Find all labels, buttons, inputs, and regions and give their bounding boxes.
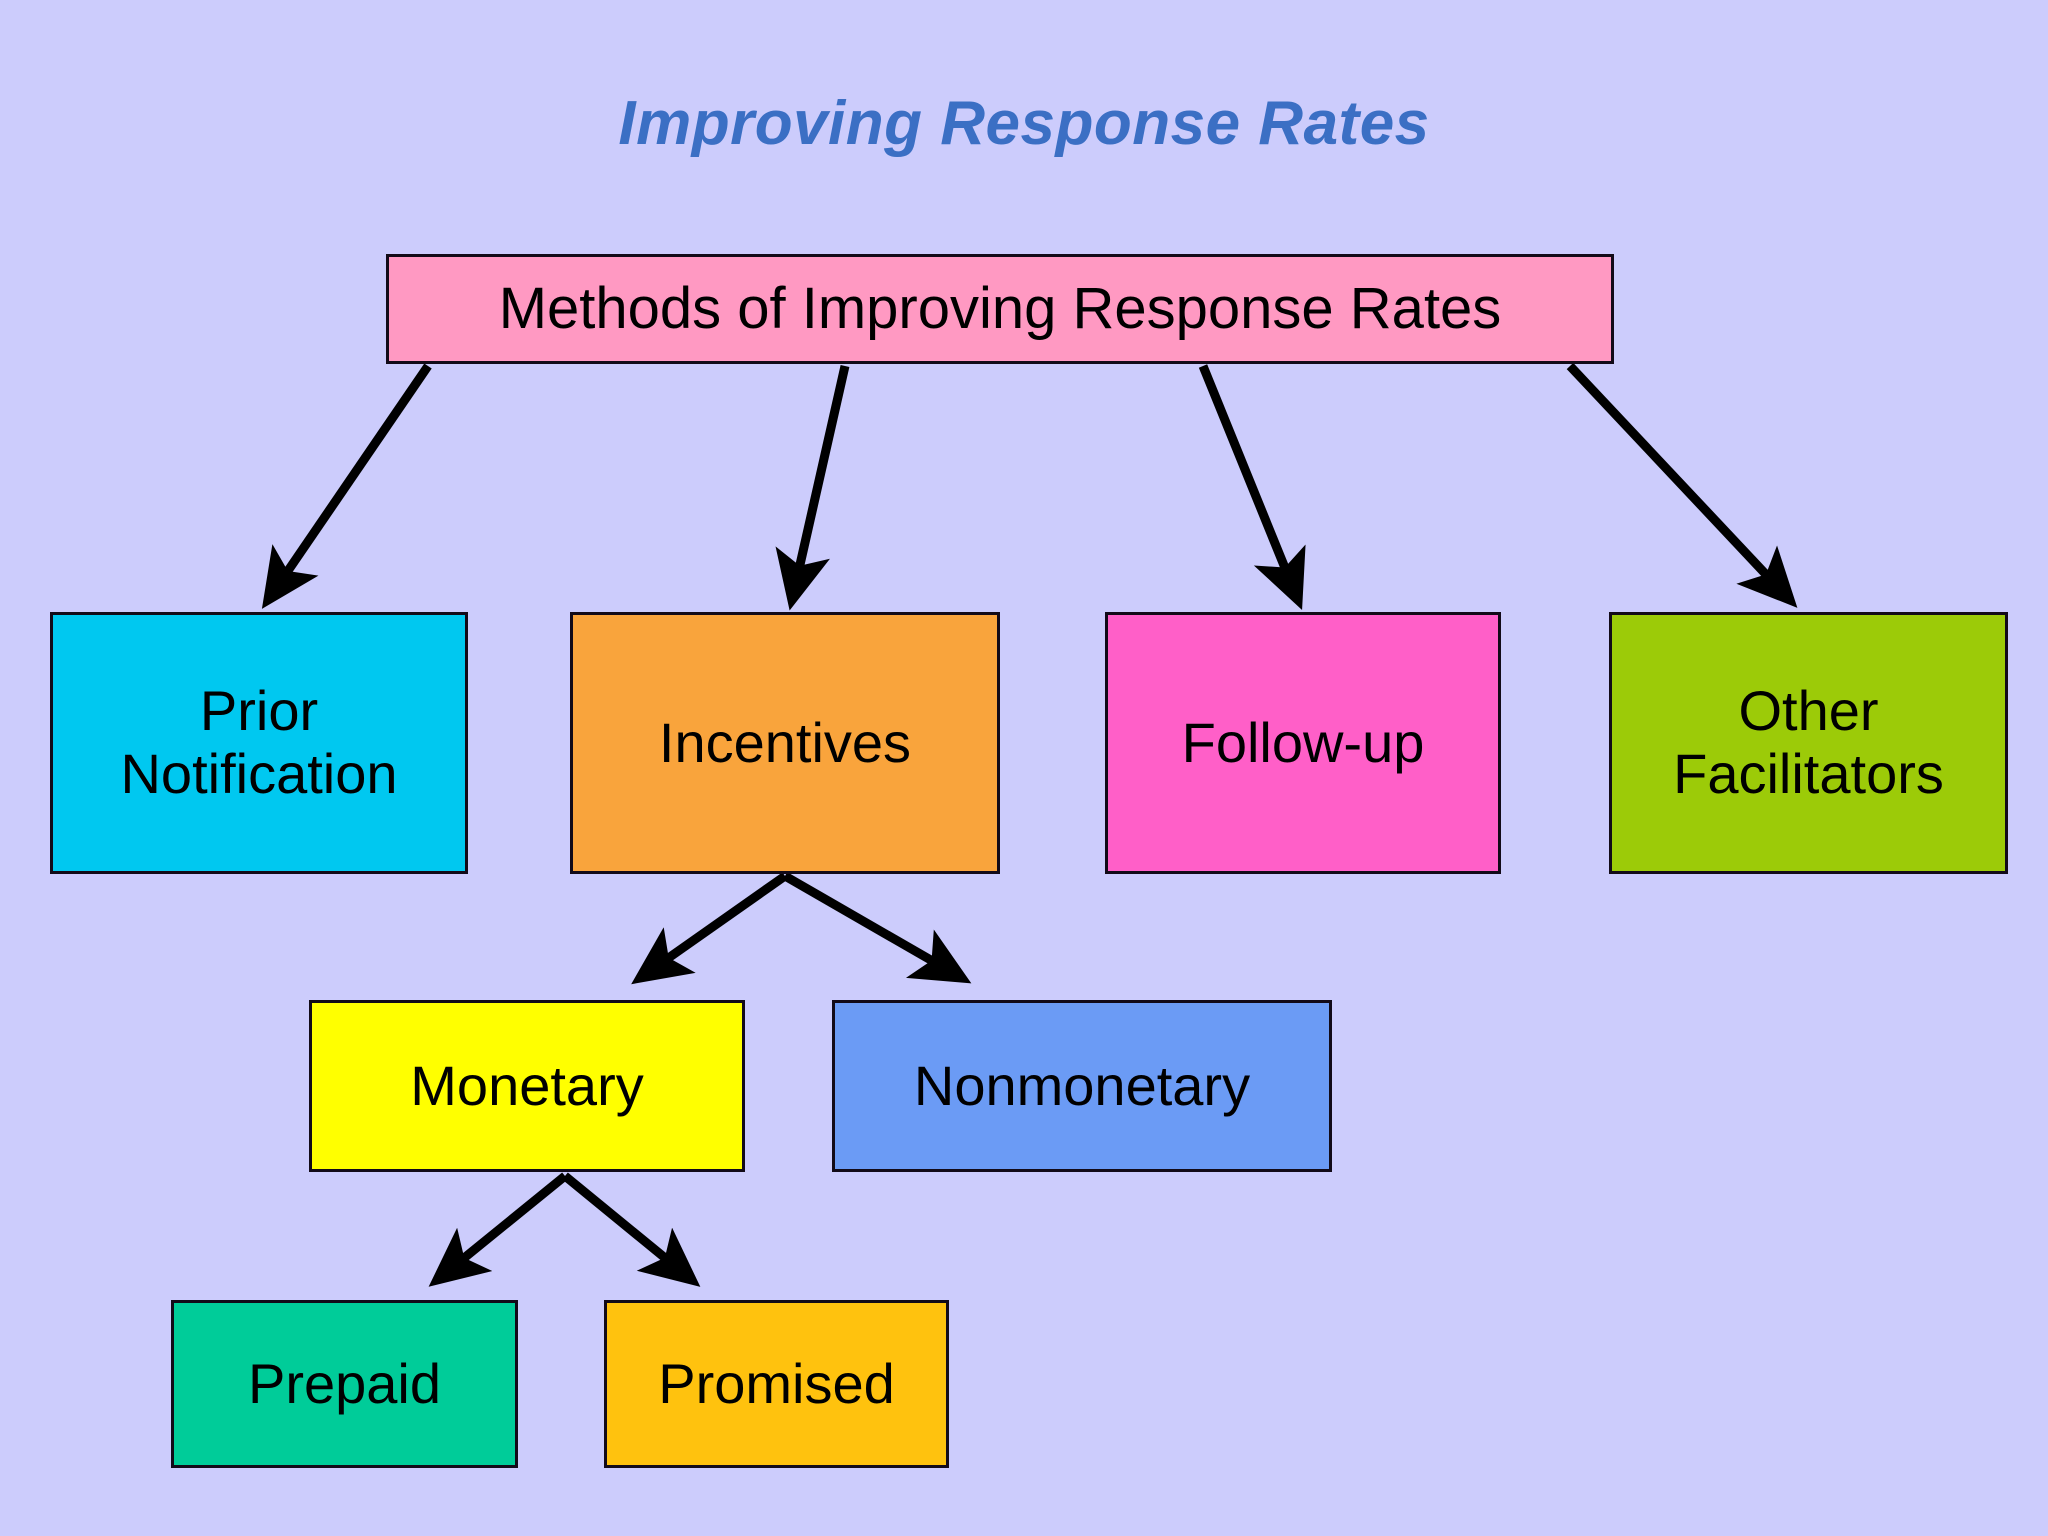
node-prepaid[interactable]: Prepaid — [171, 1300, 518, 1468]
edge-monetary-to-prepaid — [428, 1172, 568, 1287]
node-prior-notification[interactable]: Prior Notification — [50, 612, 468, 874]
node-promised[interactable]: Promised — [604, 1300, 949, 1468]
page-title: Improving Response Rates — [618, 89, 1430, 158]
node-follow-up[interactable]: Follow-up — [1105, 612, 1501, 874]
node-incentives[interactable]: Incentives — [570, 612, 1000, 874]
node-other-facilitators[interactable]: Other Facilitators — [1609, 612, 2008, 874]
edge-root-to-prior — [261, 363, 432, 609]
edge-incentives-to-monetary — [631, 872, 788, 985]
edge-incentives-to-nonmonetary — [782, 872, 972, 984]
edge-root-to-other — [1566, 362, 1798, 608]
node-methods-of-improving-response-rates[interactable]: Methods of Improving Response Rates — [386, 254, 1614, 364]
node-nonmonetary[interactable]: Nonmonetary — [832, 1000, 1332, 1172]
edge-root-to-followup — [1198, 364, 1306, 611]
edge-root-to-incentives — [775, 365, 850, 611]
node-monetary[interactable]: Monetary — [309, 1000, 745, 1172]
edge-monetary-to-promised — [562, 1172, 701, 1287]
